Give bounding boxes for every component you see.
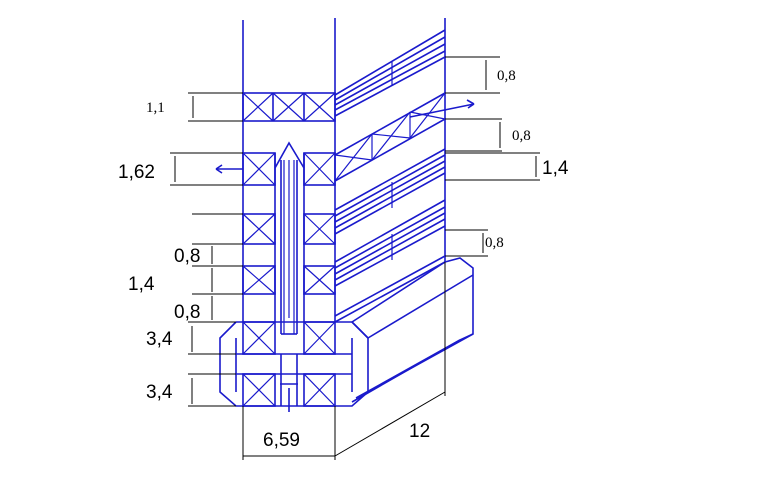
dim-left-row5: 0,8 (174, 302, 200, 323)
right-coil-column (303, 152, 336, 322)
dim-right-row1: 0,8 (497, 68, 516, 84)
dim-left-row4: 1,4 (128, 274, 155, 295)
dimension-lines (170, 56, 540, 460)
side-faces (334, 29, 475, 403)
dim-right-row2: 0,8 (512, 128, 531, 144)
dim-left-row6: 3,4 (146, 329, 173, 350)
left-coil-column (242, 152, 276, 322)
center-slot (274, 141, 305, 335)
dim-left-top: 1,1 (146, 100, 165, 116)
foot-region (219, 321, 369, 412)
dim-left-row7: 3,4 (146, 382, 173, 403)
dim-left-row2: 1,62 (118, 162, 155, 183)
dim-right-row4: 0,8 (485, 235, 504, 251)
dim-bottom-width: 6,59 (263, 430, 300, 451)
dim-bottom-depth: 12 (409, 421, 430, 442)
front-column (215, 18, 446, 412)
dim-left-row3: 0,8 (174, 246, 200, 267)
dim-right-row3: 1,4 (542, 158, 569, 179)
dimension-labels: 1,1 1,62 0,8 1,4 0,8 3,4 3,4 6,59 12 0,8… (118, 68, 569, 451)
